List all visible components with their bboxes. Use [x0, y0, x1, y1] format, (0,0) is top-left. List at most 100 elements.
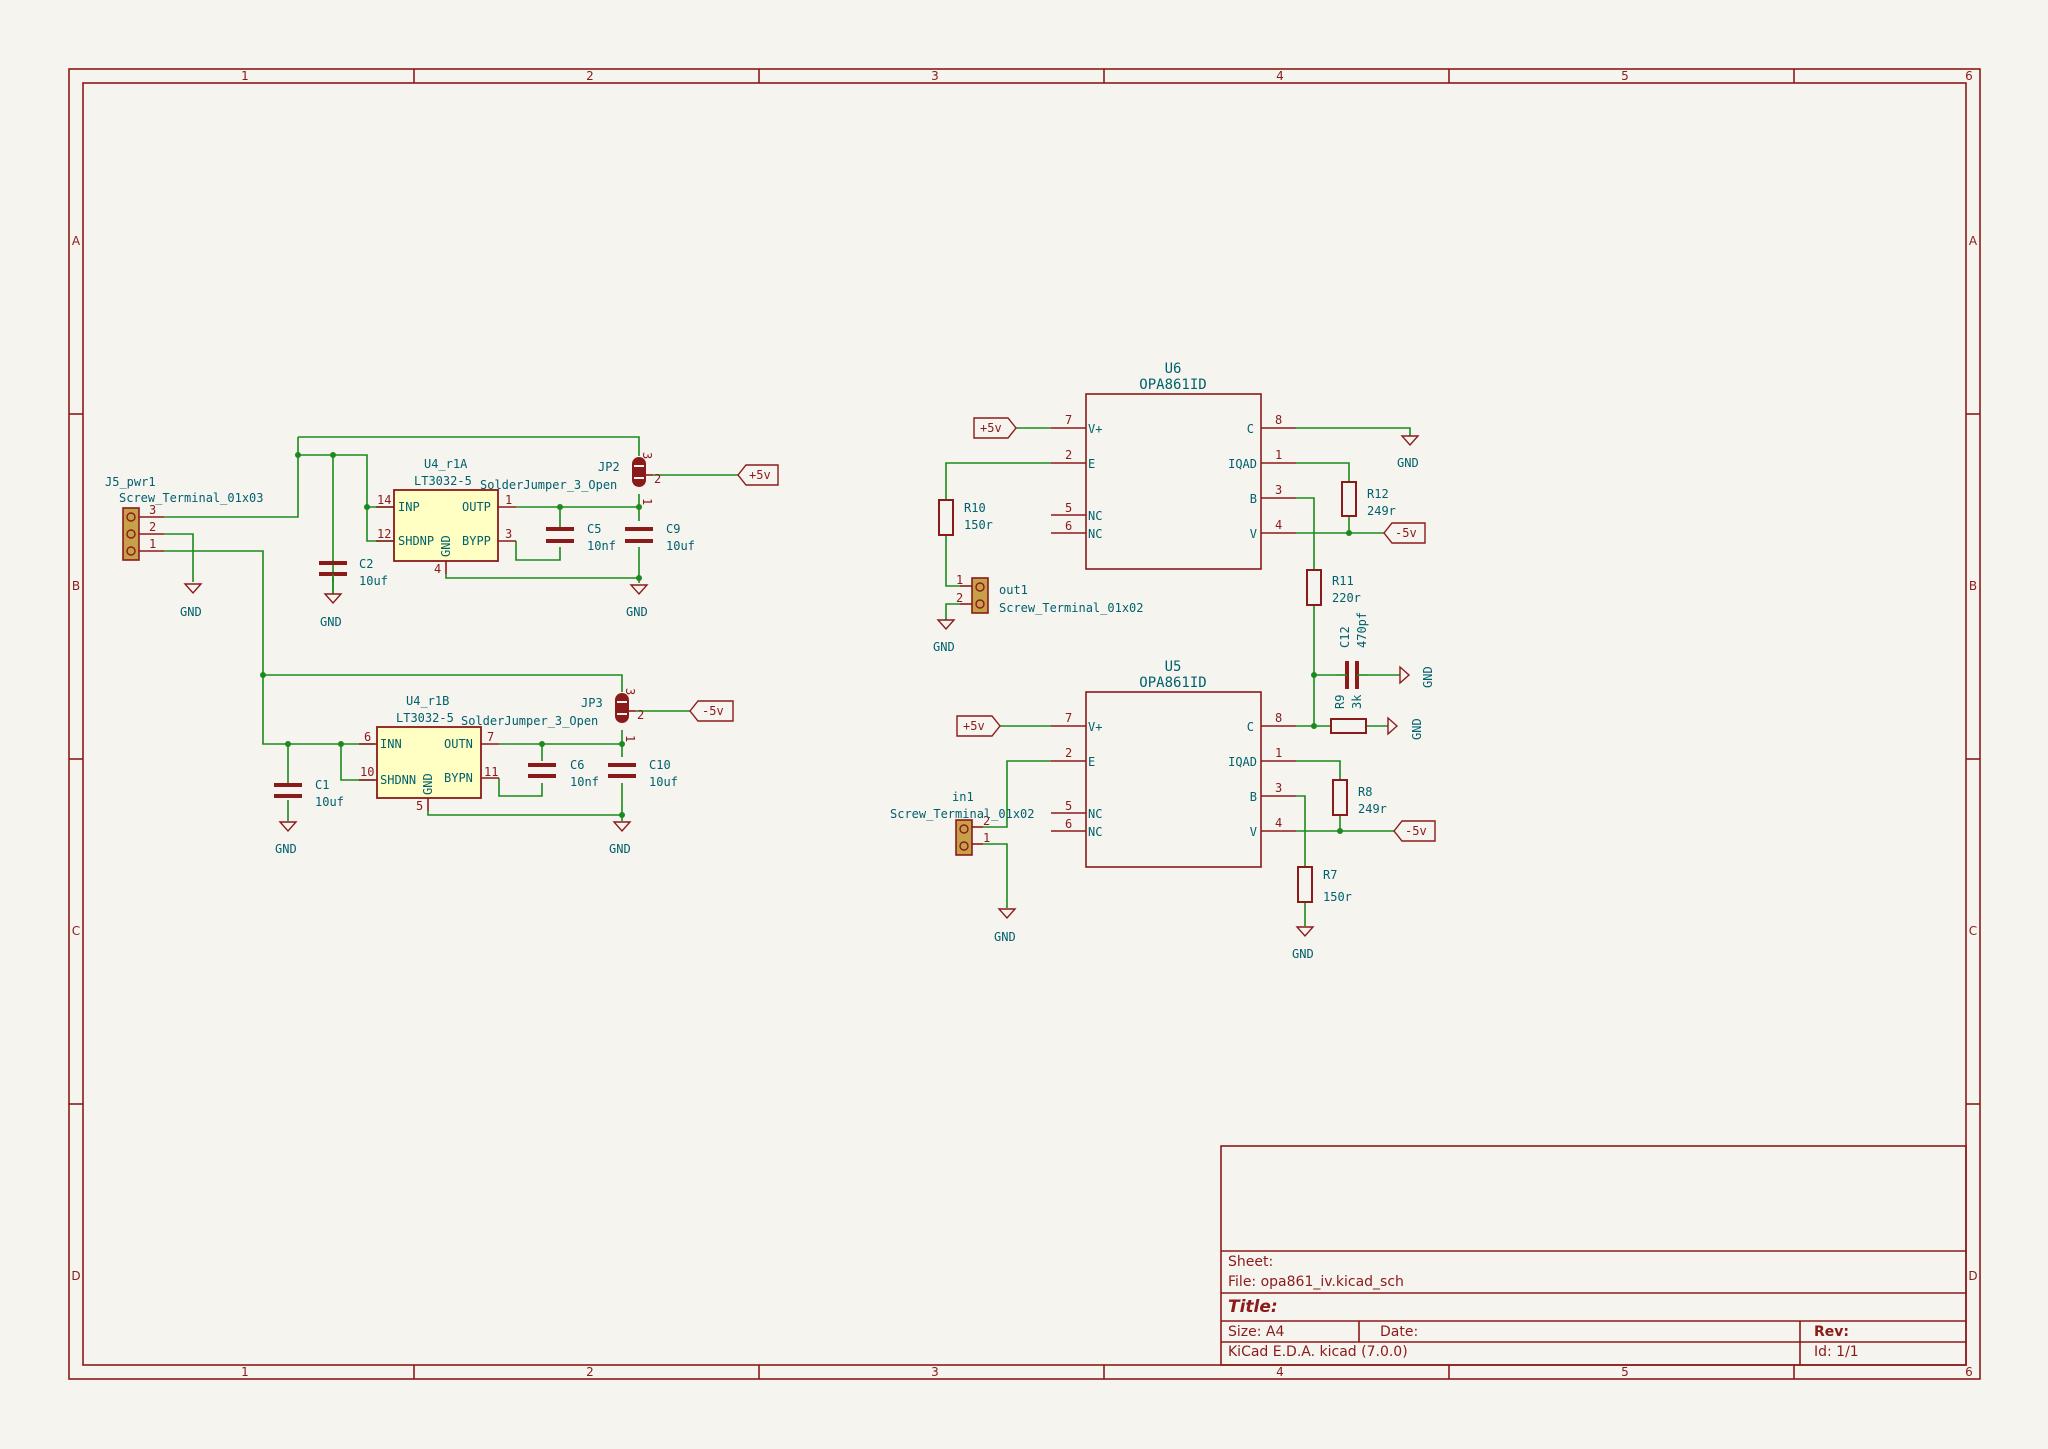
pin-number: 12 — [377, 527, 391, 541]
ref-label: R8 — [1358, 785, 1372, 799]
pin-number: 3 — [1275, 483, 1282, 497]
ref-label: C12 — [1338, 626, 1352, 648]
pin-name: IQAD — [1228, 755, 1257, 769]
solder-jumper-jp3[interactable]: 3 2 1 JP3 SolderJumper_3_Open — [461, 688, 644, 742]
value-label: 10uf — [315, 795, 344, 809]
col-label: 6 — [1965, 1365, 1973, 1379]
tb-rev: Rev: — [1814, 1324, 1849, 1340]
gnd-symbol: GND — [1387, 716, 1424, 740]
amplifier-u6[interactable]: V+ E NC NC C IQAD B V 7 2 5 6 8 1 3 4 U6… — [1051, 361, 1296, 570]
capacitor-c2[interactable]: C2 10uf — [319, 557, 388, 594]
capacitor-c9[interactable]: C9 10uf — [625, 522, 695, 553]
solder-jumper-jp2[interactable]: 3 2 1 JP2 SolderJumper_3_Open — [480, 452, 661, 505]
pin-name: INP — [398, 500, 420, 514]
pin-name: V+ — [1088, 720, 1102, 734]
pin-name: C — [1247, 720, 1254, 734]
gnd-label: GND — [933, 640, 955, 654]
pin-name: NC — [1088, 509, 1102, 523]
capacitor-c10[interactable]: C10 10uf — [608, 758, 678, 789]
capacitor-c5[interactable]: C5 10nf — [546, 522, 616, 553]
net-label: +5v — [749, 468, 771, 482]
pin-number: 8 — [1275, 711, 1282, 725]
col-label: 6 — [1965, 69, 1973, 83]
value-label: 150r — [964, 518, 993, 532]
power-flag-plus5v: +5v — [973, 417, 1017, 439]
ref-label: C2 — [359, 557, 373, 571]
col-label: 2 — [586, 1365, 594, 1379]
pin-number: 2 — [654, 472, 661, 486]
regulator-u4-r1b[interactable]: INN SHDNN OUTN BYPN GND 6 10 7 11 5 U4_r… — [359, 694, 499, 813]
terminal-out1[interactable]: 1 2 out1 Screw_Terminal_01x02 — [956, 573, 1144, 615]
col-label: 1 — [241, 69, 249, 83]
row-label: B — [1969, 579, 1977, 593]
regulator-u4-r1a[interactable]: INP SHDNP OUTP BYPP GND 14 12 1 3 4 U4_r… — [376, 457, 516, 576]
gnd-label: GND — [320, 615, 342, 629]
pin-name: OUTP — [462, 500, 491, 514]
tb-title: Title: — [1228, 1297, 1278, 1317]
pin-number: 2 — [149, 520, 156, 534]
tb-file: File: opa861_iv.kicad_sch — [1228, 1274, 1404, 1290]
pin-number: 6 — [1065, 817, 1072, 831]
resistor-r11[interactable]: R11 220r — [1306, 569, 1361, 606]
capacitor-c1[interactable]: C1 10uf — [274, 778, 344, 809]
resistor-r10[interactable]: R10 150r — [938, 499, 993, 536]
ref-label: U4_r1B — [406, 694, 449, 708]
terminal-j5[interactable]: 3 2 1 J5_pwr1 Screw_Terminal_01x03 — [105, 475, 264, 561]
value-label: Screw_Terminal_01x02 — [890, 807, 1035, 821]
pin-number: 2 — [1065, 746, 1072, 760]
terminal-in1[interactable]: 2 1 in1 Screw_Terminal_01x02 — [890, 790, 1035, 856]
capacitor-c12[interactable]: C12 470pf — [1336, 612, 1369, 689]
title-block: Sheet: File: opa861_iv.kicad_sch Title: … — [1220, 1145, 1967, 1366]
power-flag-minus5v: -5v — [1393, 820, 1436, 842]
pin-number: 10 — [360, 765, 374, 779]
pin-name: BYPN — [444, 771, 473, 785]
resistor-r7[interactable]: R7 150r — [1297, 866, 1352, 904]
capacitor-c6[interactable]: C6 10nf — [528, 758, 599, 789]
power-flag-plus5v: +5v — [956, 715, 1001, 737]
gnd-label: GND — [1397, 456, 1419, 470]
value-label: 10nf — [587, 539, 616, 553]
pin-name: V+ — [1088, 422, 1102, 436]
pin-number: 1 — [1275, 448, 1282, 462]
pin-name: B — [1250, 790, 1257, 804]
value-label: Screw_Terminal_01x03 — [119, 491, 264, 505]
pin-number: 1 — [505, 493, 512, 507]
pin-number: 8 — [1275, 413, 1282, 427]
pin-name: B — [1250, 492, 1257, 506]
value-label: 249r — [1367, 504, 1396, 518]
pin-number: 2 — [1065, 448, 1072, 462]
resistor-r9[interactable]: R9 3k — [1330, 694, 1367, 734]
pin-number: 14 — [377, 493, 391, 507]
row-label: C — [1969, 924, 1977, 938]
pin-number: 2 — [983, 814, 990, 828]
amplifier-u5[interactable]: V+ E NC NC C IQAD B V 7 2 5 6 8 1 3 4 U5… — [1051, 659, 1296, 868]
pin-number: 5 — [416, 799, 423, 813]
gnd-symbol: GND — [609, 821, 632, 856]
wires-power — [164, 436, 738, 821]
resistor-r12[interactable]: R12 249r — [1341, 481, 1396, 518]
gnd-symbol: GND — [994, 908, 1017, 944]
ref-label: R9 — [1333, 695, 1347, 709]
resistor-r8[interactable]: R8 249r — [1332, 779, 1387, 816]
pin-name: INN — [380, 737, 402, 751]
value-label: 10uf — [359, 574, 388, 588]
pin-number: 11 — [484, 765, 498, 779]
pin-number: 3 — [640, 452, 654, 459]
ref-label: C1 — [315, 778, 329, 792]
tb-id: Id: 1/1 — [1814, 1344, 1859, 1360]
net-label: +5v — [980, 421, 1002, 435]
col-label: 5 — [1621, 1365, 1629, 1379]
ref-label: C9 — [666, 522, 680, 536]
ref-label: U5 — [1165, 659, 1182, 675]
col-label: 1 — [241, 1365, 249, 1379]
row-label: A — [72, 234, 81, 248]
pin-number: 3 — [1275, 781, 1282, 795]
tb-size: Size: A4 — [1228, 1324, 1284, 1340]
ref-label: J5_pwr1 — [105, 475, 156, 489]
pin-name: V — [1250, 527, 1257, 541]
pin-number: 7 — [1065, 413, 1072, 427]
pin-number: 5 — [1065, 799, 1072, 813]
ref-label: R10 — [964, 501, 986, 515]
gnd-symbol: GND — [1292, 926, 1315, 961]
pin-number: 1 — [956, 573, 963, 587]
